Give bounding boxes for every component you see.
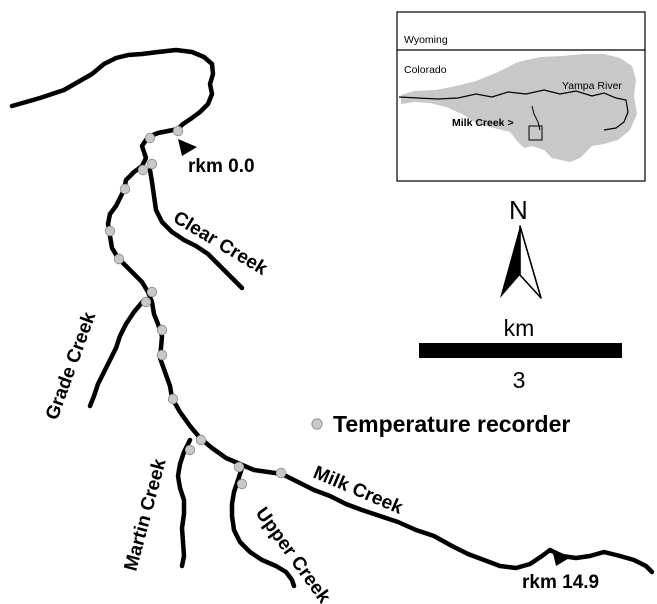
north-arrow: N — [500, 195, 542, 299]
legend-recorder-swatch — [311, 418, 323, 430]
inset-state-south: Colorado — [404, 64, 447, 76]
temperature-recorder-dot — [146, 158, 158, 170]
temperature-recorder-dot — [236, 478, 248, 490]
temperature-recorder-dot — [167, 393, 179, 405]
rkm-start-marker-icon — [178, 139, 197, 156]
temperature-recorders — [104, 125, 287, 490]
stream-network — [9, 47, 655, 589]
temperature-recorder-dot — [184, 444, 196, 456]
scale-unit-label: km — [504, 315, 535, 341]
legend-recorder-label: Temperature recorder — [333, 411, 570, 437]
scale-bar: km 3 — [419, 315, 622, 393]
upper-creek-label: Upper Creek — [251, 504, 335, 604]
study-area-box — [528, 125, 543, 141]
inset-locator-map: Wyoming Colorado Yampa River Milk Creek … — [396, 11, 646, 182]
martin-creek — [175, 437, 193, 569]
temperature-recorder-dot — [104, 225, 116, 237]
north-arrow-icon — [500, 226, 520, 298]
upper-creek — [229, 465, 297, 589]
milk-creek-mainstem — [9, 47, 655, 575]
scale-bar-rect — [419, 343, 622, 358]
temperature-recorder-dot — [233, 461, 245, 473]
rkm-end-label: rkm 14.9 — [522, 572, 599, 593]
temperature-recorder-dot — [137, 164, 149, 176]
north-arrow-outline-icon — [519, 225, 542, 299]
temperature-recorder-dot — [113, 253, 125, 265]
temperature-recorder-dot — [275, 467, 287, 479]
north-label: N — [509, 195, 528, 225]
rkm-end-marker-icon — [552, 549, 571, 566]
grade-creek — [87, 297, 147, 409]
temperature-recorder-dot — [146, 286, 158, 298]
martin-creek-label: Martin Creek — [121, 456, 171, 573]
temperature-recorder-dot — [156, 349, 168, 361]
temperature-recorder-dot — [156, 324, 168, 336]
clear-creek — [147, 167, 245, 291]
temperature-recorder-dot — [119, 183, 131, 195]
inset-creek-pointer: Milk Creek > — [452, 117, 514, 129]
temperature-recorder-dot — [172, 125, 184, 137]
yampa-basin-shape — [401, 54, 637, 162]
rkm-start-label: rkm 0.0 — [188, 156, 255, 177]
temperature-recorder-dot — [140, 296, 152, 308]
scale-value-label: 3 — [513, 367, 526, 393]
temperature-recorder-dot — [144, 132, 156, 144]
yampa-river-line — [398, 89, 629, 131]
temperature-recorder-dot — [195, 434, 207, 446]
inset-river-label: Yampa River — [562, 80, 622, 92]
inset-state-north: Wyoming — [404, 34, 448, 46]
legend: Temperature recorder — [311, 411, 570, 437]
